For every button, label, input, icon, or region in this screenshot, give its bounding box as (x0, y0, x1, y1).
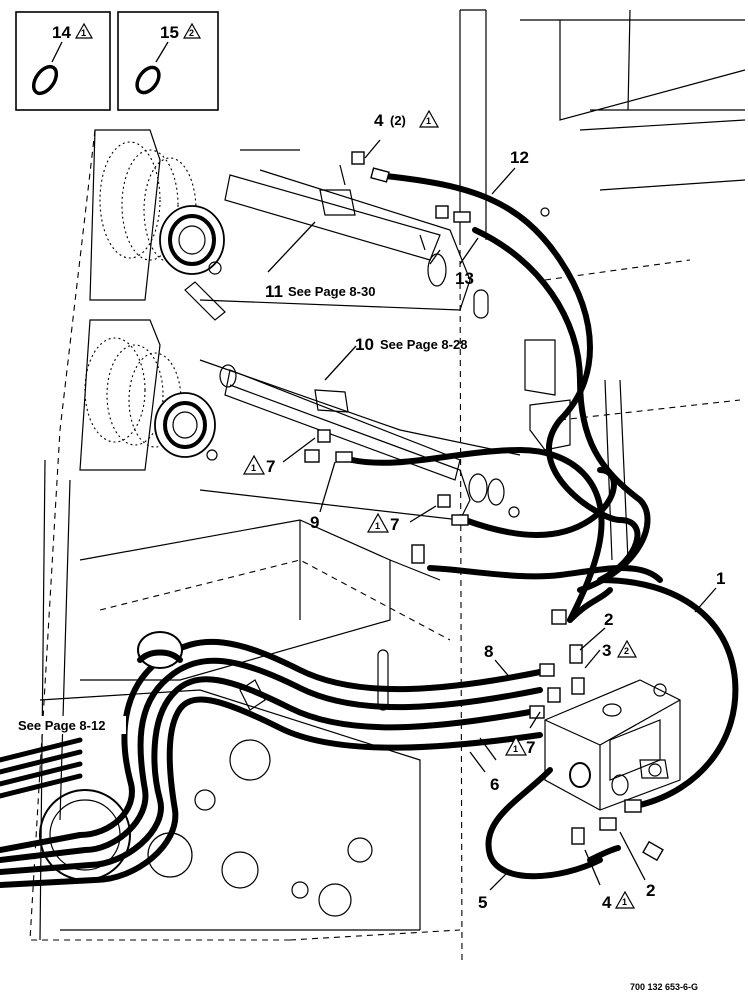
hose-12 (382, 173, 641, 583)
note-triangle-icon (616, 639, 638, 658)
inset-14-number: 14 (52, 23, 71, 42)
note-triangle-icon (614, 890, 636, 909)
note-triangle-icon (74, 22, 94, 39)
callout-7-left: 7 (266, 457, 275, 476)
callout-4-bottom: 4 (602, 893, 612, 912)
callout-7-mid-note: 1 (375, 521, 380, 531)
callout-3-note: 2 (624, 646, 629, 656)
hose-13 (472, 227, 651, 593)
callout-10-ref: See Page 8-28 (380, 337, 467, 352)
note-triangle-icon (242, 454, 266, 475)
fitting-4-lower (571, 827, 585, 845)
callout-5: 5 (478, 893, 487, 912)
callout-11: 11 (265, 282, 283, 301)
callout-3: 3 (602, 641, 611, 660)
callout-4-top-qty: (2) (390, 113, 406, 128)
hose-2-feed (567, 587, 613, 623)
callout-11-ref: See Page 8-30 (288, 284, 375, 299)
callout-8: 8 (484, 642, 493, 661)
left-page-reference: See Page 8-12 (18, 718, 105, 733)
inset-box-14: 14 1 (15, 11, 111, 111)
callout-12: 12 (510, 148, 529, 167)
note-triangle-icon (366, 512, 390, 533)
elbow-fitting-4 (351, 151, 365, 165)
hose-cylinder-lower-c (427, 565, 663, 583)
note-triangle-icon (418, 109, 440, 128)
inset-14-note: 1 (81, 28, 86, 38)
figure-id: 700 132 653-6-G (630, 982, 698, 992)
note-triangle-icon (182, 22, 202, 39)
elbow-fitting-7-mid (437, 494, 451, 508)
hose-cylinder-lower-a (349, 447, 605, 623)
callout-10: 10 (355, 335, 374, 354)
callout-2-bottom: 2 (646, 881, 655, 900)
fitting-2-upper (551, 609, 567, 625)
lower-cylinder-assembly (84, 337, 505, 506)
hose-5 (485, 767, 603, 880)
hose-cylinder-lower-b (462, 467, 617, 538)
hose-bundle-2 (0, 657, 543, 863)
fitting-4-upper (370, 167, 390, 183)
callout-9: 9 (310, 513, 319, 532)
callout-1: 1 (716, 569, 725, 588)
callout-7-bottom-note: 1 (513, 744, 518, 754)
tee-fitting-3 (569, 644, 583, 664)
callout-13: 13 (455, 269, 474, 288)
inset-box-15: 15 2 (117, 11, 219, 111)
hose-6 (0, 696, 543, 888)
hoses (0, 173, 739, 888)
elbow-fitting-7-left (317, 429, 331, 443)
leader-lines (267, 139, 717, 891)
callout-labels: 4 (2) 1 12 11 See Page 8-30 13 10 See Pa… (14, 109, 725, 912)
callout-4-bottom-note: 1 (622, 897, 627, 907)
callout-7-left-note: 1 (251, 463, 256, 473)
o-ring-icon (31, 64, 59, 96)
callout-6: 6 (490, 775, 499, 794)
o-ring-icon (135, 65, 161, 95)
note-triangle-icon (504, 735, 528, 756)
hose-7 (0, 676, 533, 875)
hose-1 (597, 577, 739, 808)
inset-15-number: 15 (160, 23, 179, 42)
inset-15-note: 2 (189, 28, 194, 38)
control-valve-block (544, 679, 681, 811)
callout-4-top-note: 1 (426, 116, 431, 126)
callout-4-top: 4 (374, 111, 384, 130)
fitting-2-lower (599, 817, 617, 831)
fittings (304, 151, 664, 862)
upper-cylinder-assembly (99, 141, 447, 321)
callout-7-mid: 7 (390, 515, 399, 534)
callout-7-bottom: 7 (526, 738, 535, 757)
callout-2-top: 2 (604, 610, 613, 629)
